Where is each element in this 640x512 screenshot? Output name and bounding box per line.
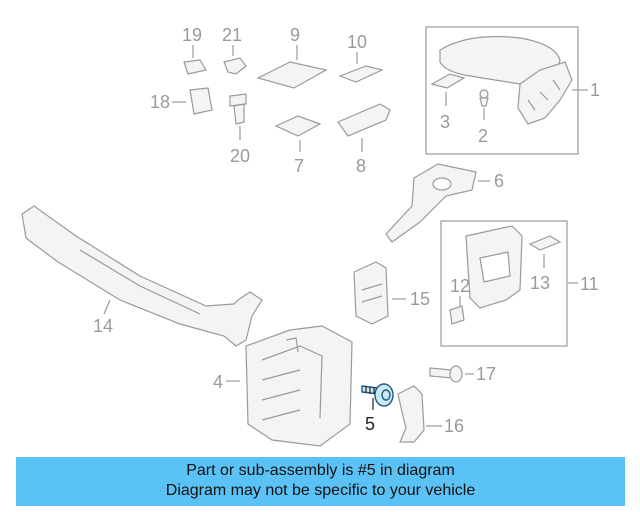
callout-15: 15 [410, 289, 430, 309]
callout-9: 9 [290, 25, 300, 45]
callout-21: 21 [222, 25, 242, 45]
callout-4: 4 [213, 372, 223, 392]
callout-12: 12 [450, 276, 470, 296]
info-banner: Part or sub-assembly is #5 in diagram Di… [16, 457, 625, 506]
part-6-bezel [385, 163, 490, 243]
part-1-armrest-lid [439, 35, 588, 125]
part-19-clip [183, 59, 207, 75]
callout-13: 13 [530, 273, 550, 293]
callout-20: 20 [230, 146, 250, 166]
part-16-trim [397, 385, 442, 443]
callout-6: 6 [494, 171, 504, 191]
callout-11: 11 [580, 274, 599, 294]
callout-10: 10 [347, 32, 367, 52]
part-20-fastener [229, 93, 247, 140]
callout-3: 3 [440, 112, 450, 132]
part-7-bracket [274, 115, 322, 152]
callout-18: 18 [150, 92, 170, 112]
part-10-trim [338, 65, 384, 83]
part-11-rear-panel [465, 225, 578, 309]
part-9-panel [256, 61, 328, 89]
rear-panel-group-frame [440, 220, 568, 347]
callout-2: 2 [478, 126, 488, 146]
part-4-console-body [226, 325, 353, 447]
part-17-bolt [429, 365, 474, 383]
part-5-screw [361, 383, 394, 410]
part-14-duct [21, 205, 263, 347]
callout-7: 7 [294, 156, 304, 176]
part-12-clip [449, 296, 465, 325]
callout-5: 5 [365, 414, 375, 434]
part-2-clip [479, 89, 489, 120]
part-18-switch [189, 87, 213, 115]
part-3-pad [430, 73, 466, 106]
callout-1: 1 [590, 80, 600, 100]
callout-14: 14 [93, 316, 113, 336]
callout-16: 16 [444, 416, 464, 436]
part-21-fastener [223, 57, 247, 75]
banner-line-1: Part or sub-assembly is #5 in diagram [186, 462, 455, 479]
banner-line-2: Diagram may not be specific to your vehi… [165, 482, 476, 499]
callout-19: 19 [182, 25, 202, 45]
part-8-bracket [337, 103, 391, 152]
callout-8: 8 [356, 156, 366, 176]
part-13-cap [528, 235, 562, 268]
parts-diagram: 1 3 2 19 21 9 10 18 20 7 8 [21, 25, 600, 447]
part-15-bracket [353, 261, 406, 325]
callout-17: 17 [476, 364, 496, 384]
